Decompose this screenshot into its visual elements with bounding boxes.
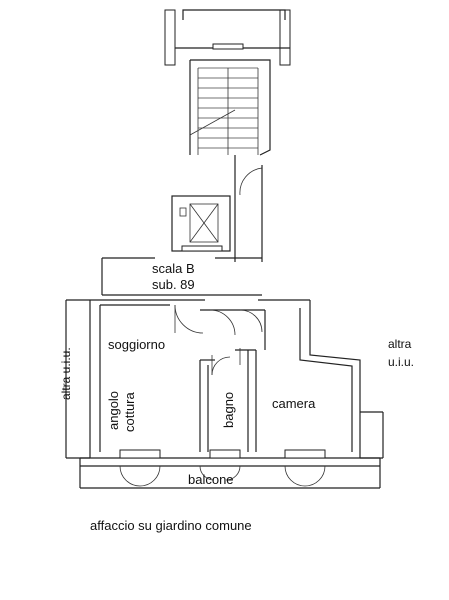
caption: affaccio su giardino comune: [90, 518, 252, 533]
label-altra-right-2: u.i.u.: [388, 355, 414, 369]
label-cottura: cottura: [122, 391, 137, 432]
label-balcone: balcone: [188, 472, 234, 487]
apartment-walls: [65, 299, 384, 459]
doors: [174, 304, 263, 376]
label-altra-right-1: altra: [388, 337, 412, 351]
label-camera: camera: [272, 396, 316, 411]
label-soggiorno: soggiorno: [108, 337, 165, 352]
label-bagno: bagno: [221, 392, 236, 428]
elevator: [171, 195, 231, 252]
landing-walls: [101, 257, 262, 296]
stair-core: [164, 9, 291, 262]
label-altra-left: altra u.i.u.: [59, 347, 73, 400]
label-sub: sub. 89: [152, 277, 195, 292]
label-angolo: angolo: [106, 391, 121, 430]
label-stair: scala B: [152, 261, 195, 276]
balcony: [79, 449, 381, 489]
stair-treads: [189, 67, 259, 155]
